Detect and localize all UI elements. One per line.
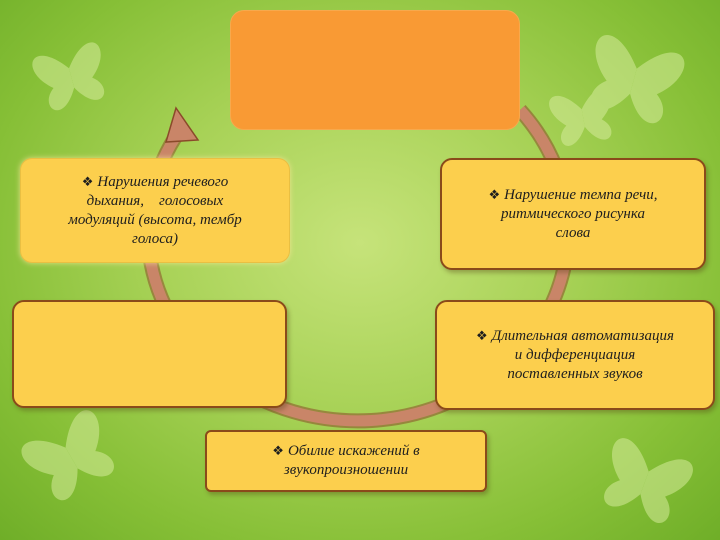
diamond-bullet-icon: ❖: [488, 187, 501, 203]
box-empty: [12, 300, 287, 408]
box-distortions-line2: звукопроизношении: [283, 462, 409, 478]
box-breathing-line1: Нарушения речевого: [97, 173, 229, 190]
box-tempo-line2: ритмического рисунка: [500, 205, 646, 222]
box-tempo-line3: слова: [555, 224, 591, 241]
box-automation-line1: Длительная автоматизация: [491, 327, 674, 344]
box-automation-line2: и дифференциация: [514, 346, 636, 363]
diamond-bullet-icon: ❖: [272, 444, 284, 459]
diamond-bullet-icon: ❖: [81, 174, 94, 190]
butterfly-icon: [21, 410, 114, 501]
box-breathing-line3: модуляций (высота, тембр: [68, 211, 242, 228]
butterfly-icon: [604, 438, 693, 524]
box-tempo-line1: Нарушение темпа речи,: [504, 186, 658, 203]
butterfly-icon: [549, 87, 612, 146]
box-distortions-line1: Обилие искажений в: [287, 443, 420, 459]
box-breathing-line4: голоса): [132, 230, 178, 247]
butterfly-icon: [32, 42, 105, 111]
box-tempo-disorders: ❖Нарушение темпа речи, ритмического рису…: [440, 158, 706, 270]
box-automation-line3: поставленных звуков: [507, 365, 643, 382]
diamond-bullet-icon: ❖: [476, 328, 488, 344]
cycle-arrow-head-icon: [164, 106, 200, 143]
box-distortions: ❖Обилие искажений в звукопроизношении: [205, 430, 487, 492]
top-box: [230, 10, 520, 130]
box-automation: ❖Длительная автоматизация и дифференциац…: [435, 300, 715, 410]
box-breathing-disorders: ❖Нарушения речевого дыхания, голосовых м…: [20, 158, 290, 263]
box-breathing-line2: дыхания, голосовых: [86, 192, 224, 209]
